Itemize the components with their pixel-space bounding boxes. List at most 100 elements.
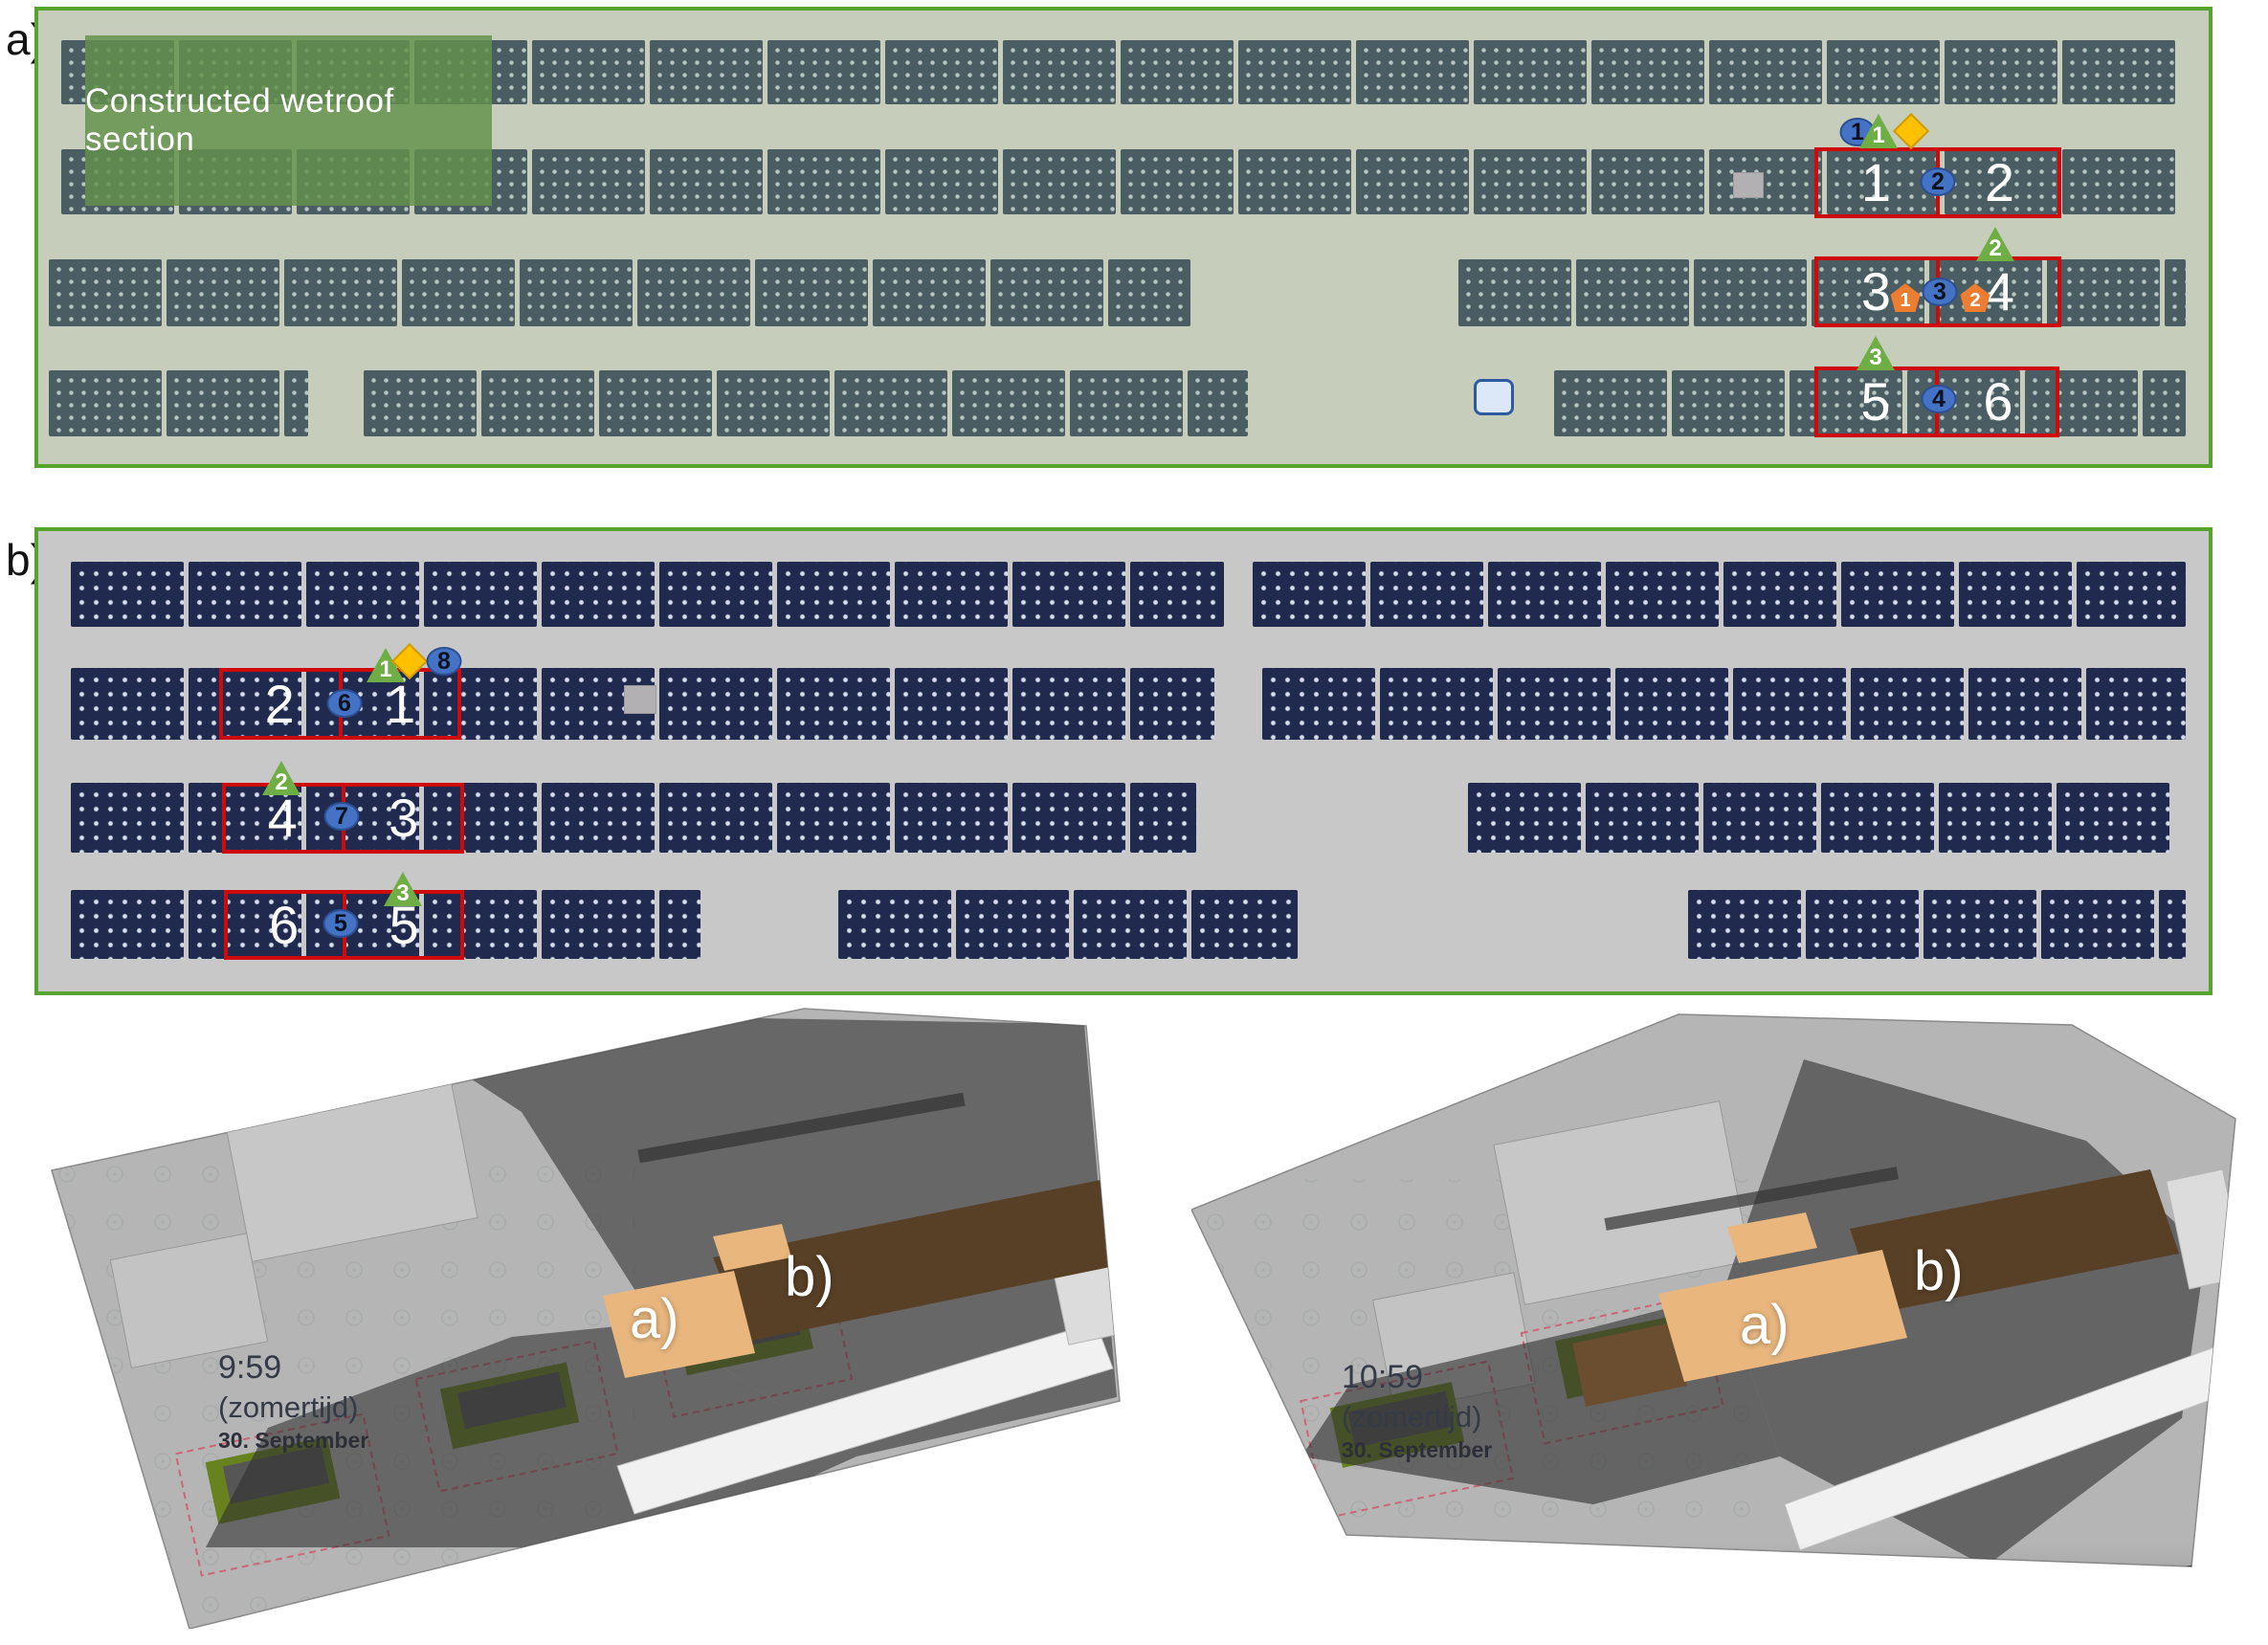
solar-module bbox=[1923, 890, 2036, 959]
solar-module bbox=[1130, 783, 1196, 853]
solar-module bbox=[1821, 783, 1934, 853]
solar-module bbox=[1474, 40, 1587, 104]
solar-module bbox=[873, 259, 986, 326]
wetroof-overlay-label: Constructed wetroof section bbox=[85, 82, 394, 158]
solar-module bbox=[1733, 668, 1846, 740]
section-number: 4 bbox=[267, 788, 298, 848]
scale-bar bbox=[951, 1522, 1096, 1562]
solar-module bbox=[306, 783, 419, 853]
solar-module bbox=[306, 562, 419, 627]
marker-circle-2: 2 bbox=[1920, 167, 1956, 196]
roof-b-label: b) bbox=[785, 1246, 834, 1308]
solar-module bbox=[1356, 40, 1469, 104]
plan-building-outline bbox=[109, 1233, 269, 1369]
section-number: 1 bbox=[386, 673, 416, 734]
solar-module bbox=[167, 259, 279, 326]
solar-module bbox=[542, 562, 655, 627]
solar-module bbox=[1003, 149, 1116, 214]
solar-module bbox=[1474, 149, 1587, 214]
solar-module bbox=[284, 259, 397, 326]
solar-module bbox=[2025, 370, 2138, 436]
solar-module bbox=[1130, 562, 1224, 627]
solar-module bbox=[777, 783, 890, 853]
solar-module bbox=[2165, 259, 2186, 326]
solar-module bbox=[424, 668, 537, 740]
solar-module bbox=[1694, 259, 1807, 326]
marker-triangle-2: 2 bbox=[1976, 227, 2014, 261]
marker-triangle-3: 3 bbox=[384, 872, 422, 906]
solar-module bbox=[189, 783, 301, 853]
marker-number: 8 bbox=[437, 647, 451, 675]
solar-module bbox=[1672, 370, 1785, 436]
solar-module bbox=[189, 890, 301, 959]
solar-module bbox=[650, 40, 763, 104]
solar-module bbox=[659, 562, 772, 627]
solar-module bbox=[1554, 370, 1667, 436]
solar-module bbox=[1356, 149, 1469, 214]
solar-module bbox=[834, 370, 947, 436]
solar-module bbox=[1498, 668, 1611, 740]
roof-a-label: a) bbox=[1740, 1294, 1790, 1356]
solar-module bbox=[767, 149, 880, 214]
solar-module bbox=[885, 40, 998, 104]
date-label: 30. September bbox=[218, 1428, 369, 1453]
solar-module bbox=[1262, 668, 1375, 740]
solar-module bbox=[990, 259, 1103, 326]
solar-module bbox=[650, 149, 763, 214]
solar-module bbox=[777, 668, 890, 740]
solar-module bbox=[1238, 149, 1351, 214]
solar-module bbox=[2047, 259, 2160, 326]
marker-circle-6: 6 bbox=[326, 689, 363, 718]
solar-module bbox=[637, 259, 750, 326]
dst-label: (zomertijd) bbox=[218, 1390, 359, 1424]
solar-module bbox=[1723, 562, 1836, 627]
solar-module bbox=[1688, 890, 1801, 959]
solar-module bbox=[659, 890, 700, 959]
solar-module bbox=[520, 259, 633, 326]
solar-module bbox=[1253, 562, 1366, 627]
marker-number: 1 bbox=[379, 656, 392, 682]
timestamp-block: 9:59 (zomertijd) 30. September bbox=[218, 1349, 368, 1454]
section-number: 5 bbox=[389, 894, 419, 955]
marker-circle-3: 3 bbox=[1922, 278, 1958, 306]
solar-module bbox=[1121, 149, 1234, 214]
section-number: 2 bbox=[1984, 152, 2015, 212]
solar-module bbox=[424, 783, 537, 853]
solar-module bbox=[1074, 890, 1187, 959]
solar-module bbox=[1191, 890, 1298, 959]
solar-module bbox=[1606, 562, 1719, 627]
roof-b-shaded bbox=[713, 1171, 1120, 1342]
solar-module bbox=[71, 783, 184, 853]
section-number: 3 bbox=[1860, 261, 1892, 322]
roof-a-lit-step bbox=[1727, 1212, 1817, 1263]
solar-module bbox=[1591, 40, 1704, 104]
time-label: 9:59 bbox=[218, 1349, 282, 1386]
marker-number: 6 bbox=[338, 689, 351, 717]
solar-module bbox=[1851, 668, 1964, 740]
shadow-study-0959: 9:59 (zomertijd) 30. September a) b) bbox=[43, 1007, 1144, 1629]
solar-module bbox=[2062, 149, 2175, 214]
roof-a-lit-step bbox=[713, 1224, 791, 1271]
solar-module bbox=[1130, 668, 1214, 740]
solar-module bbox=[71, 668, 184, 740]
marker-triangle-2: 2 bbox=[262, 761, 300, 795]
marker-circle-8: 8 bbox=[426, 647, 462, 676]
solar-module bbox=[1070, 370, 1183, 436]
solar-module bbox=[1370, 562, 1483, 627]
solar-module bbox=[71, 890, 184, 959]
solar-module bbox=[2041, 890, 2154, 959]
section-number: 3 bbox=[389, 788, 419, 848]
solar-module bbox=[952, 370, 1065, 436]
solar-module bbox=[402, 259, 515, 326]
solar-module bbox=[1012, 668, 1125, 740]
solar-module bbox=[189, 562, 301, 627]
solar-module bbox=[189, 668, 301, 740]
section-number: 4 bbox=[1984, 261, 2015, 322]
solar-module bbox=[895, 668, 1008, 740]
solar-module bbox=[481, 370, 594, 436]
solar-module bbox=[1827, 149, 1940, 214]
solar-module bbox=[424, 562, 537, 627]
solar-module bbox=[895, 783, 1008, 853]
solar-module bbox=[2159, 890, 2186, 959]
